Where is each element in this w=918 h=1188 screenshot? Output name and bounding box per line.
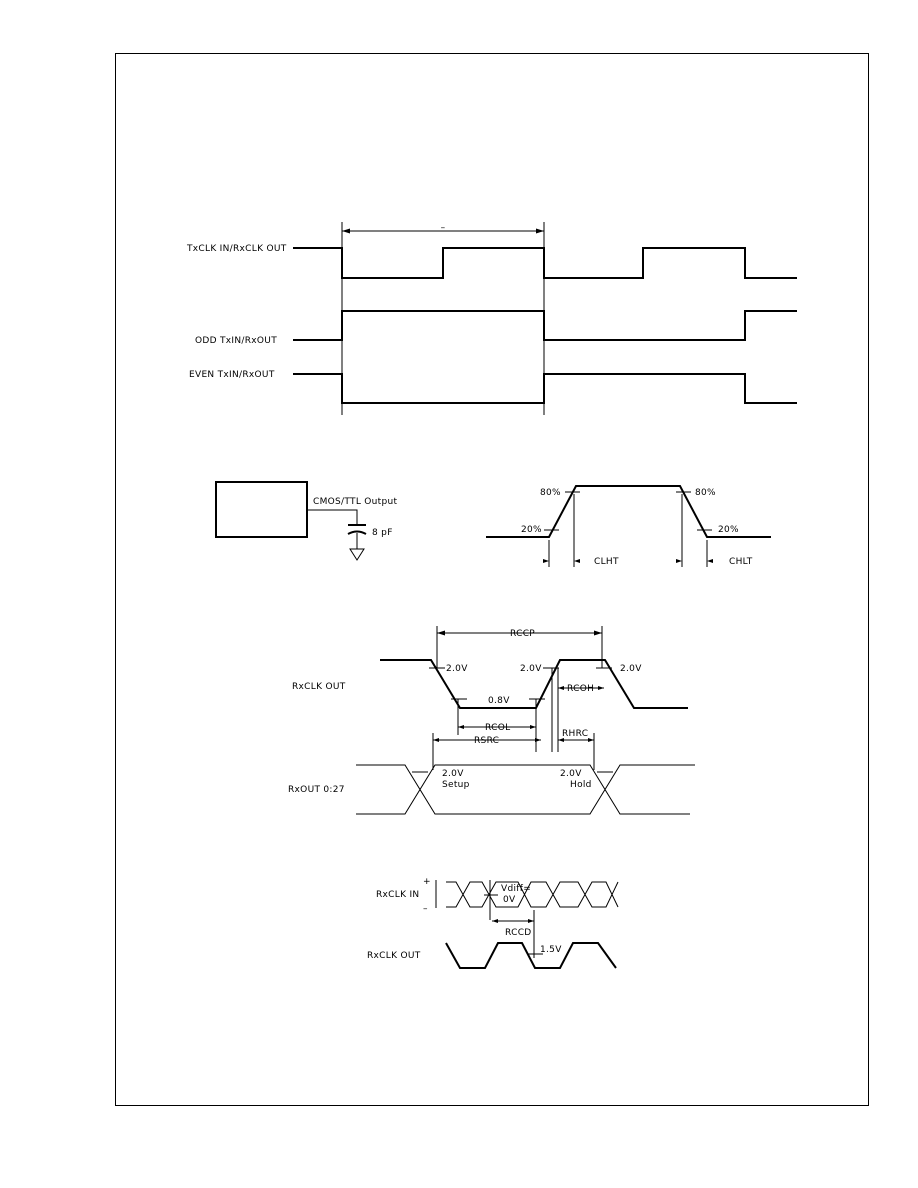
odd-signal-label: ODD TxIN/RxOUT — [195, 336, 277, 346]
rccd-label: RCCD — [505, 928, 532, 938]
fall-arrow-b — [707, 559, 713, 563]
rsrc-label: RSRC — [474, 736, 499, 746]
rccd-head-right — [528, 919, 534, 923]
setup-label: Setup — [442, 780, 470, 790]
minus-sign: – — [423, 904, 428, 914]
fall-time-label: CHLT — [729, 557, 753, 567]
figure-setup-hold: RxCLK OUT RCCP 2.0V 2.0V 2.0V 0.8V RCOH … — [288, 626, 695, 815]
figure-clock-delay: RxCLK IN + – Vdiff= 0V RCCD RxCLK OUT 1.… — [367, 877, 619, 969]
v20-a: 2.0V — [446, 664, 468, 674]
rcoh-label: RCOH — [567, 684, 594, 694]
rhrc-head-left — [558, 738, 564, 742]
rccp-label: RCCP — [510, 629, 535, 639]
plus-sign: + — [423, 877, 431, 887]
even-signal-label: EVEN TxIN/RxOUT — [189, 370, 275, 380]
clkout-label: RxCLK OUT — [367, 951, 421, 961]
hold-voltage: 2.0V — [560, 769, 582, 779]
v08: 0.8V — [488, 696, 510, 706]
clkin-minus-wave — [446, 881, 619, 908]
rise-time-label: CLHT — [594, 557, 619, 567]
pct20-right: 20% — [718, 525, 739, 535]
clkin-label: RxCLK IN — [376, 890, 419, 900]
rcoh-head-left — [558, 686, 564, 690]
v15-label: 1.5V — [540, 945, 562, 955]
clkin-plus-wave — [446, 881, 619, 908]
v20-c: 2.0V — [620, 664, 642, 674]
data-bus-bottom — [356, 764, 690, 815]
period-label: – — [441, 223, 446, 233]
data-bus-top — [356, 764, 695, 815]
clk-out-label: RxCLK OUT — [292, 682, 346, 692]
arrowhead-right — [536, 228, 544, 234]
rsrc-head-right — [535, 738, 541, 742]
arrowhead-left — [342, 228, 350, 234]
hold-label: Hold — [570, 780, 592, 790]
fall-arrow-a — [676, 559, 682, 563]
ground-icon — [349, 548, 365, 561]
page-border — [115, 53, 869, 1106]
rhrc-head-right — [588, 738, 594, 742]
rcol-head-left — [458, 725, 464, 729]
clk-signal-label: TxCLK IN/RxCLK OUT — [186, 244, 287, 254]
pct80-right: 80% — [695, 488, 716, 498]
output-label: CMOS/TTL Output — [313, 497, 398, 507]
rsrc-head-left — [433, 738, 439, 742]
rhrc-label: RHRC — [562, 729, 588, 739]
figure-rise-fall: 80% 80% 20% 20% CLHT CHLT — [486, 485, 771, 567]
rcoh-head-right — [598, 686, 604, 690]
rise-arrow-b — [574, 559, 580, 563]
device-box — [215, 481, 308, 538]
v20-b: 2.0V — [520, 664, 542, 674]
figure-clock-odd-even: – TxCLK IN/RxCLK OUT ODD TxIN/RxOUT EVEN… — [186, 222, 797, 415]
capacitor-label: 8 pF — [372, 528, 393, 538]
setup-voltage: 2.0V — [442, 769, 464, 779]
rccp-head-right — [594, 630, 602, 636]
figure-load-circuit: CMOS/TTL Output 8 pF — [215, 481, 398, 561]
data-label: RxOUT 0:27 — [288, 785, 345, 795]
capacitor-plate-bottom — [347, 530, 367, 535]
rccd-head-left — [492, 919, 498, 923]
odd-waveform — [293, 310, 797, 341]
zero-v-label: 0V — [503, 895, 516, 905]
clk-waveform — [293, 247, 797, 279]
rcol-head-right — [530, 725, 536, 729]
pct20-left: 20% — [521, 525, 542, 535]
output-wire — [307, 509, 358, 525]
even-waveform — [293, 373, 797, 404]
rcol-label: RCOL — [485, 723, 510, 733]
clkout-waveform — [445, 942, 617, 969]
rise-arrow-a — [543, 559, 549, 563]
pct80-left: 80% — [540, 488, 561, 498]
vdiff-label: Vdiff= — [501, 884, 531, 894]
rccp-head-left — [437, 630, 445, 636]
rise-fall-waveform — [486, 485, 771, 538]
